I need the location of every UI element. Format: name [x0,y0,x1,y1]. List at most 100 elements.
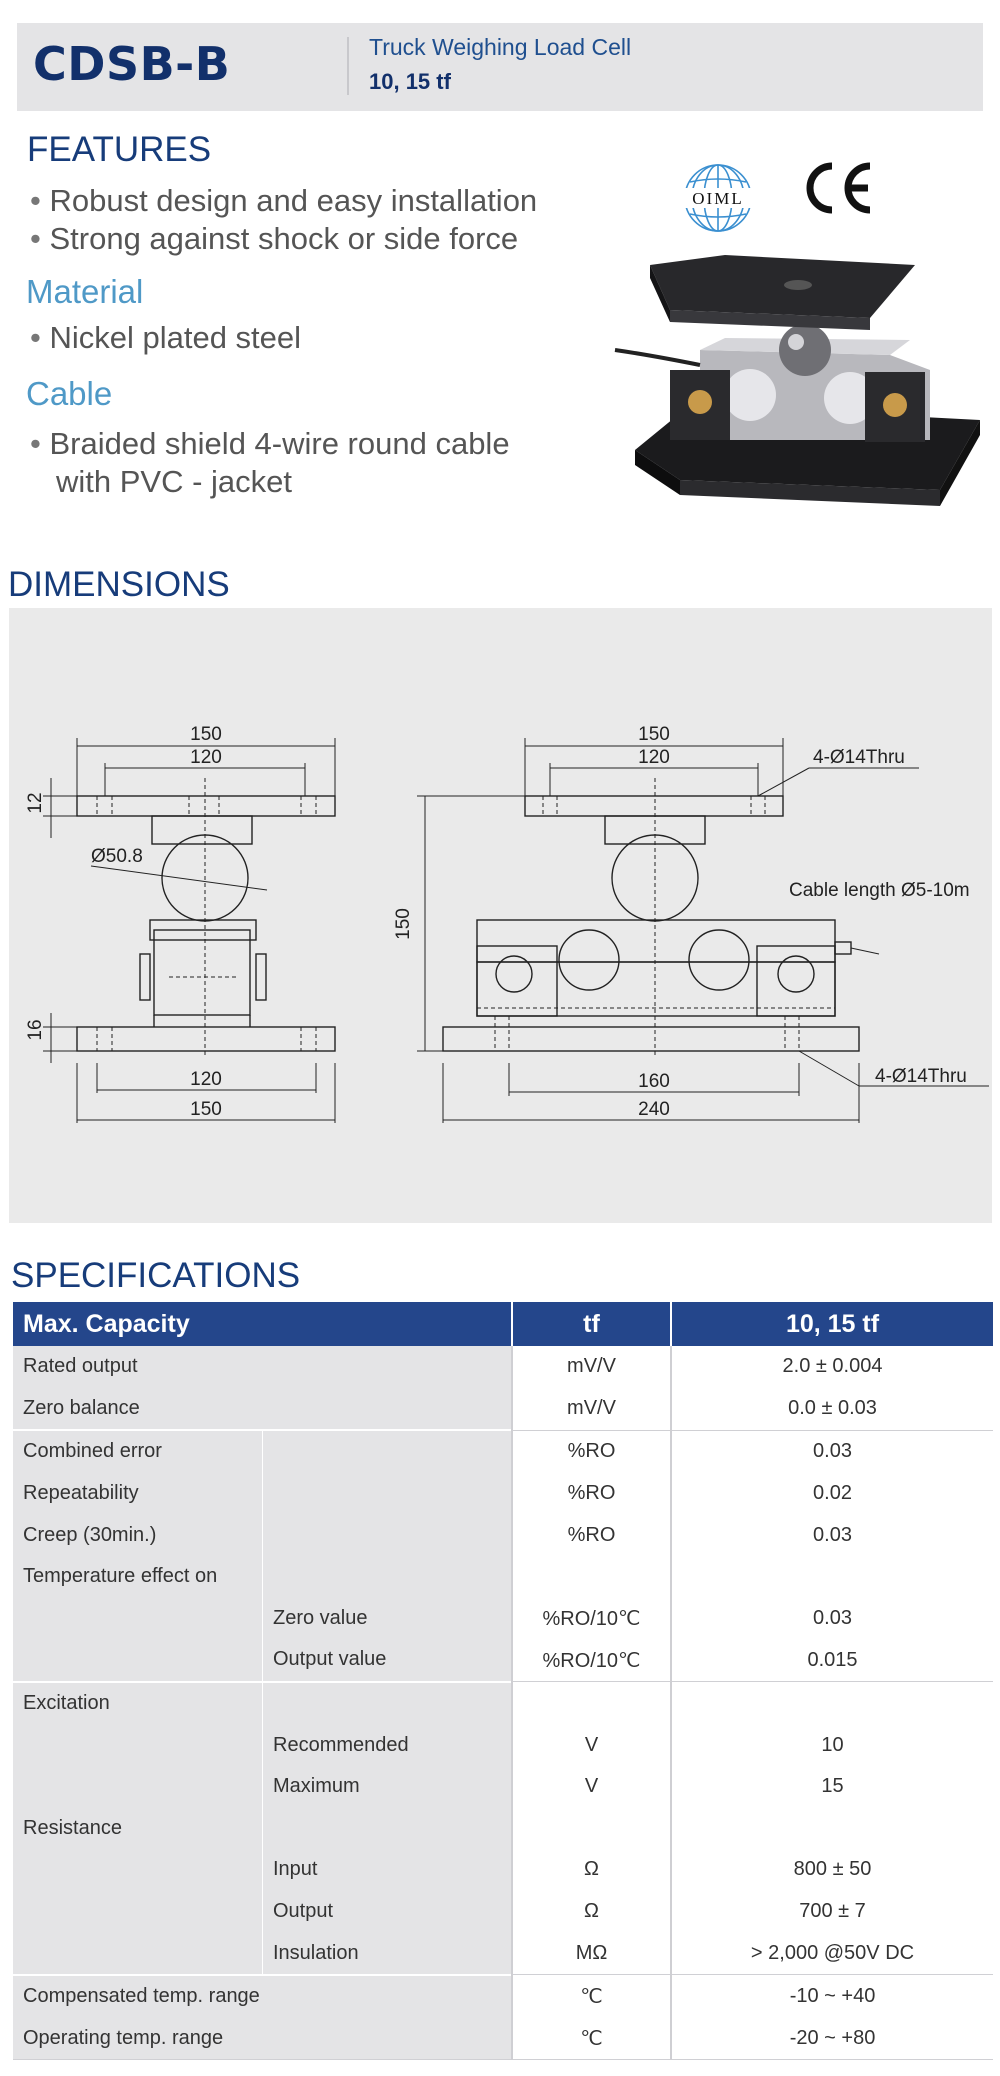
spec-value: > 2,000 @50V DC [670,1932,993,1975]
spec-unit [511,1555,671,1598]
spec-sublabel [262,1555,512,1598]
spec-sublabel [262,1429,512,1473]
spec-header-row: Max. Capacity tf 10, 15 tf [13,1302,993,1346]
spec-sublabel: Recommended [262,1724,512,1766]
dimensions-heading: DIMENSIONS [8,565,230,604]
spec-unit: V [511,1765,671,1808]
spec-value: 15 [670,1765,993,1808]
spec-value: 0.0 ± 0.03 [670,1387,993,1431]
dim-right-top-120: 120 [638,747,670,768]
spec-unit: %RO/10℃ [511,1597,671,1640]
spec-head-value: 10, 15 tf [671,1302,993,1346]
table-row: Resistance [13,1807,993,1850]
spec-label: Temperature effect on [13,1555,263,1598]
spec-value: -20 ~ +80 [670,2017,993,2061]
cable-heading: Cable [26,375,113,412]
dim-right-thru-bot: 4-Ø14Thru [875,1066,967,1087]
dim-right-top-150: 150 [638,724,670,745]
dimension-drawing: 150 120 12 Ø50.8 16 120 150 [25,724,989,1123]
table-row: Repeatability %RO 0.02 [13,1472,993,1515]
spec-label [13,1597,263,1640]
spec-value: 10 [670,1724,993,1766]
spec-label: Resistance [13,1807,263,1850]
dim-right-bot-160: 160 [638,1071,670,1092]
spec-sublabel: Output value [262,1639,512,1682]
spec-sublabel [262,1807,512,1850]
table-row: Combined error %RO 0.03 [13,1429,993,1473]
table-row: Recommended V 10 [13,1724,993,1766]
spec-value: 0.03 [670,1597,993,1640]
spec-label: Zero balance [13,1387,512,1431]
table-row: Output value %RO/10℃ 0.015 [13,1639,993,1682]
model-name: CDSB-B [33,37,231,91]
ce-mark [806,162,871,214]
table-row: Excitation [13,1680,993,1725]
spec-label [13,1765,263,1808]
spec-value: 700 ± 7 [670,1890,993,1933]
table-row: Compensated temp. range ℃ -10 ~ +40 [13,1973,993,2018]
spec-unit: %RO/10℃ [511,1639,671,1682]
features-heading: FEATURES [27,130,212,169]
spec-value: 0.03 [670,1514,993,1556]
feature-item-2: • Strong against shock or side force [30,221,519,256]
table-row: Rated output mV/V 2.0 ± 0.004 [13,1346,993,1388]
spec-label: Compensated temp. range [13,1973,512,2018]
dim-left-top-120: 120 [190,747,222,768]
oiml-logo: OIML [680,164,756,232]
dim-left-bot-150: 150 [190,1099,222,1120]
specifications-table: Max. Capacity tf 10, 15 tf Rated output … [13,1302,993,2061]
dimensions-drawing-area: 150 120 12 Ø50.8 16 120 150 [9,608,992,1223]
cable-item-1-cont: with PVC - jacket [56,464,293,499]
table-row: Zero balance mV/V 0.0 ± 0.03 [13,1387,993,1431]
spec-unit: Ω [511,1890,671,1933]
material-text-1: Nickel plated steel [49,320,302,355]
spec-label: Rated output [13,1346,512,1388]
spec-value: -10 ~ +40 [670,1974,993,2018]
spec-unit: Ω [511,1849,671,1891]
spec-sublabel: Output [262,1890,512,1933]
spec-sublabel [262,1680,512,1725]
spec-value: 2.0 ± 0.004 [670,1346,993,1388]
title-banner: CDSB-B Truck Weighing Load Cell 10, 15 t… [17,23,983,111]
feature-text-2: Strong against shock or side force [49,221,519,256]
dim-left-12: 12 [25,792,46,813]
spec-sublabel [262,1514,512,1556]
spec-unit: ℃ [511,2017,671,2061]
dim-right-cable: Cable length Ø5-10m [789,880,970,901]
dim-left-top-150: 150 [190,724,222,745]
feature-text-1: Robust design and easy installation [49,183,538,218]
spec-label: Repeatability [13,1472,263,1515]
spec-label: Operating temp. range [13,2017,512,2061]
feature-item-1: • Robust design and easy installation [30,183,538,218]
dim-left-bot-120: 120 [190,1069,222,1090]
spec-value [670,1555,993,1598]
specifications-heading: SPECIFICATIONS [11,1256,301,1295]
spec-unit: %RO [511,1514,671,1556]
spec-label [13,1639,263,1682]
table-row: Output Ω 700 ± 7 [13,1890,993,1933]
spec-value: 800 ± 50 [670,1849,993,1891]
spec-value [670,1807,993,1850]
cable-text-1: Braided shield 4-wire round cable [49,426,510,461]
spec-value: 0.03 [670,1429,993,1473]
dim-right-thru-top: 4-Ø14Thru [813,747,905,768]
dim-right-height: 150 [393,908,414,940]
spec-unit: mV/V [511,1387,671,1431]
spec-sublabel: Maximum [262,1765,512,1808]
table-row: Operating temp. range ℃ -20 ~ +80 [13,2017,993,2061]
header-divider [347,37,349,95]
spec-sublabel [262,1472,512,1515]
spec-unit: V [511,1724,671,1766]
spec-head-unit: tf [512,1302,672,1346]
table-row: Input Ω 800 ± 50 [13,1849,993,1891]
material-heading: Material [26,273,144,310]
cable-item-1: • Braided shield 4-wire round cable [30,426,510,461]
material-item-1: • Nickel plated steel [30,320,302,355]
product-subtitle: Truck Weighing Load Cell [369,34,632,60]
dim-left-dia: Ø50.8 [91,846,143,867]
spec-label [13,1890,263,1933]
spec-head-capacity: Max. Capacity [13,1302,513,1346]
capacity-line: 10, 15 tf [369,69,451,94]
spec-unit: ℃ [511,1974,671,2018]
spec-label [13,1932,263,1975]
